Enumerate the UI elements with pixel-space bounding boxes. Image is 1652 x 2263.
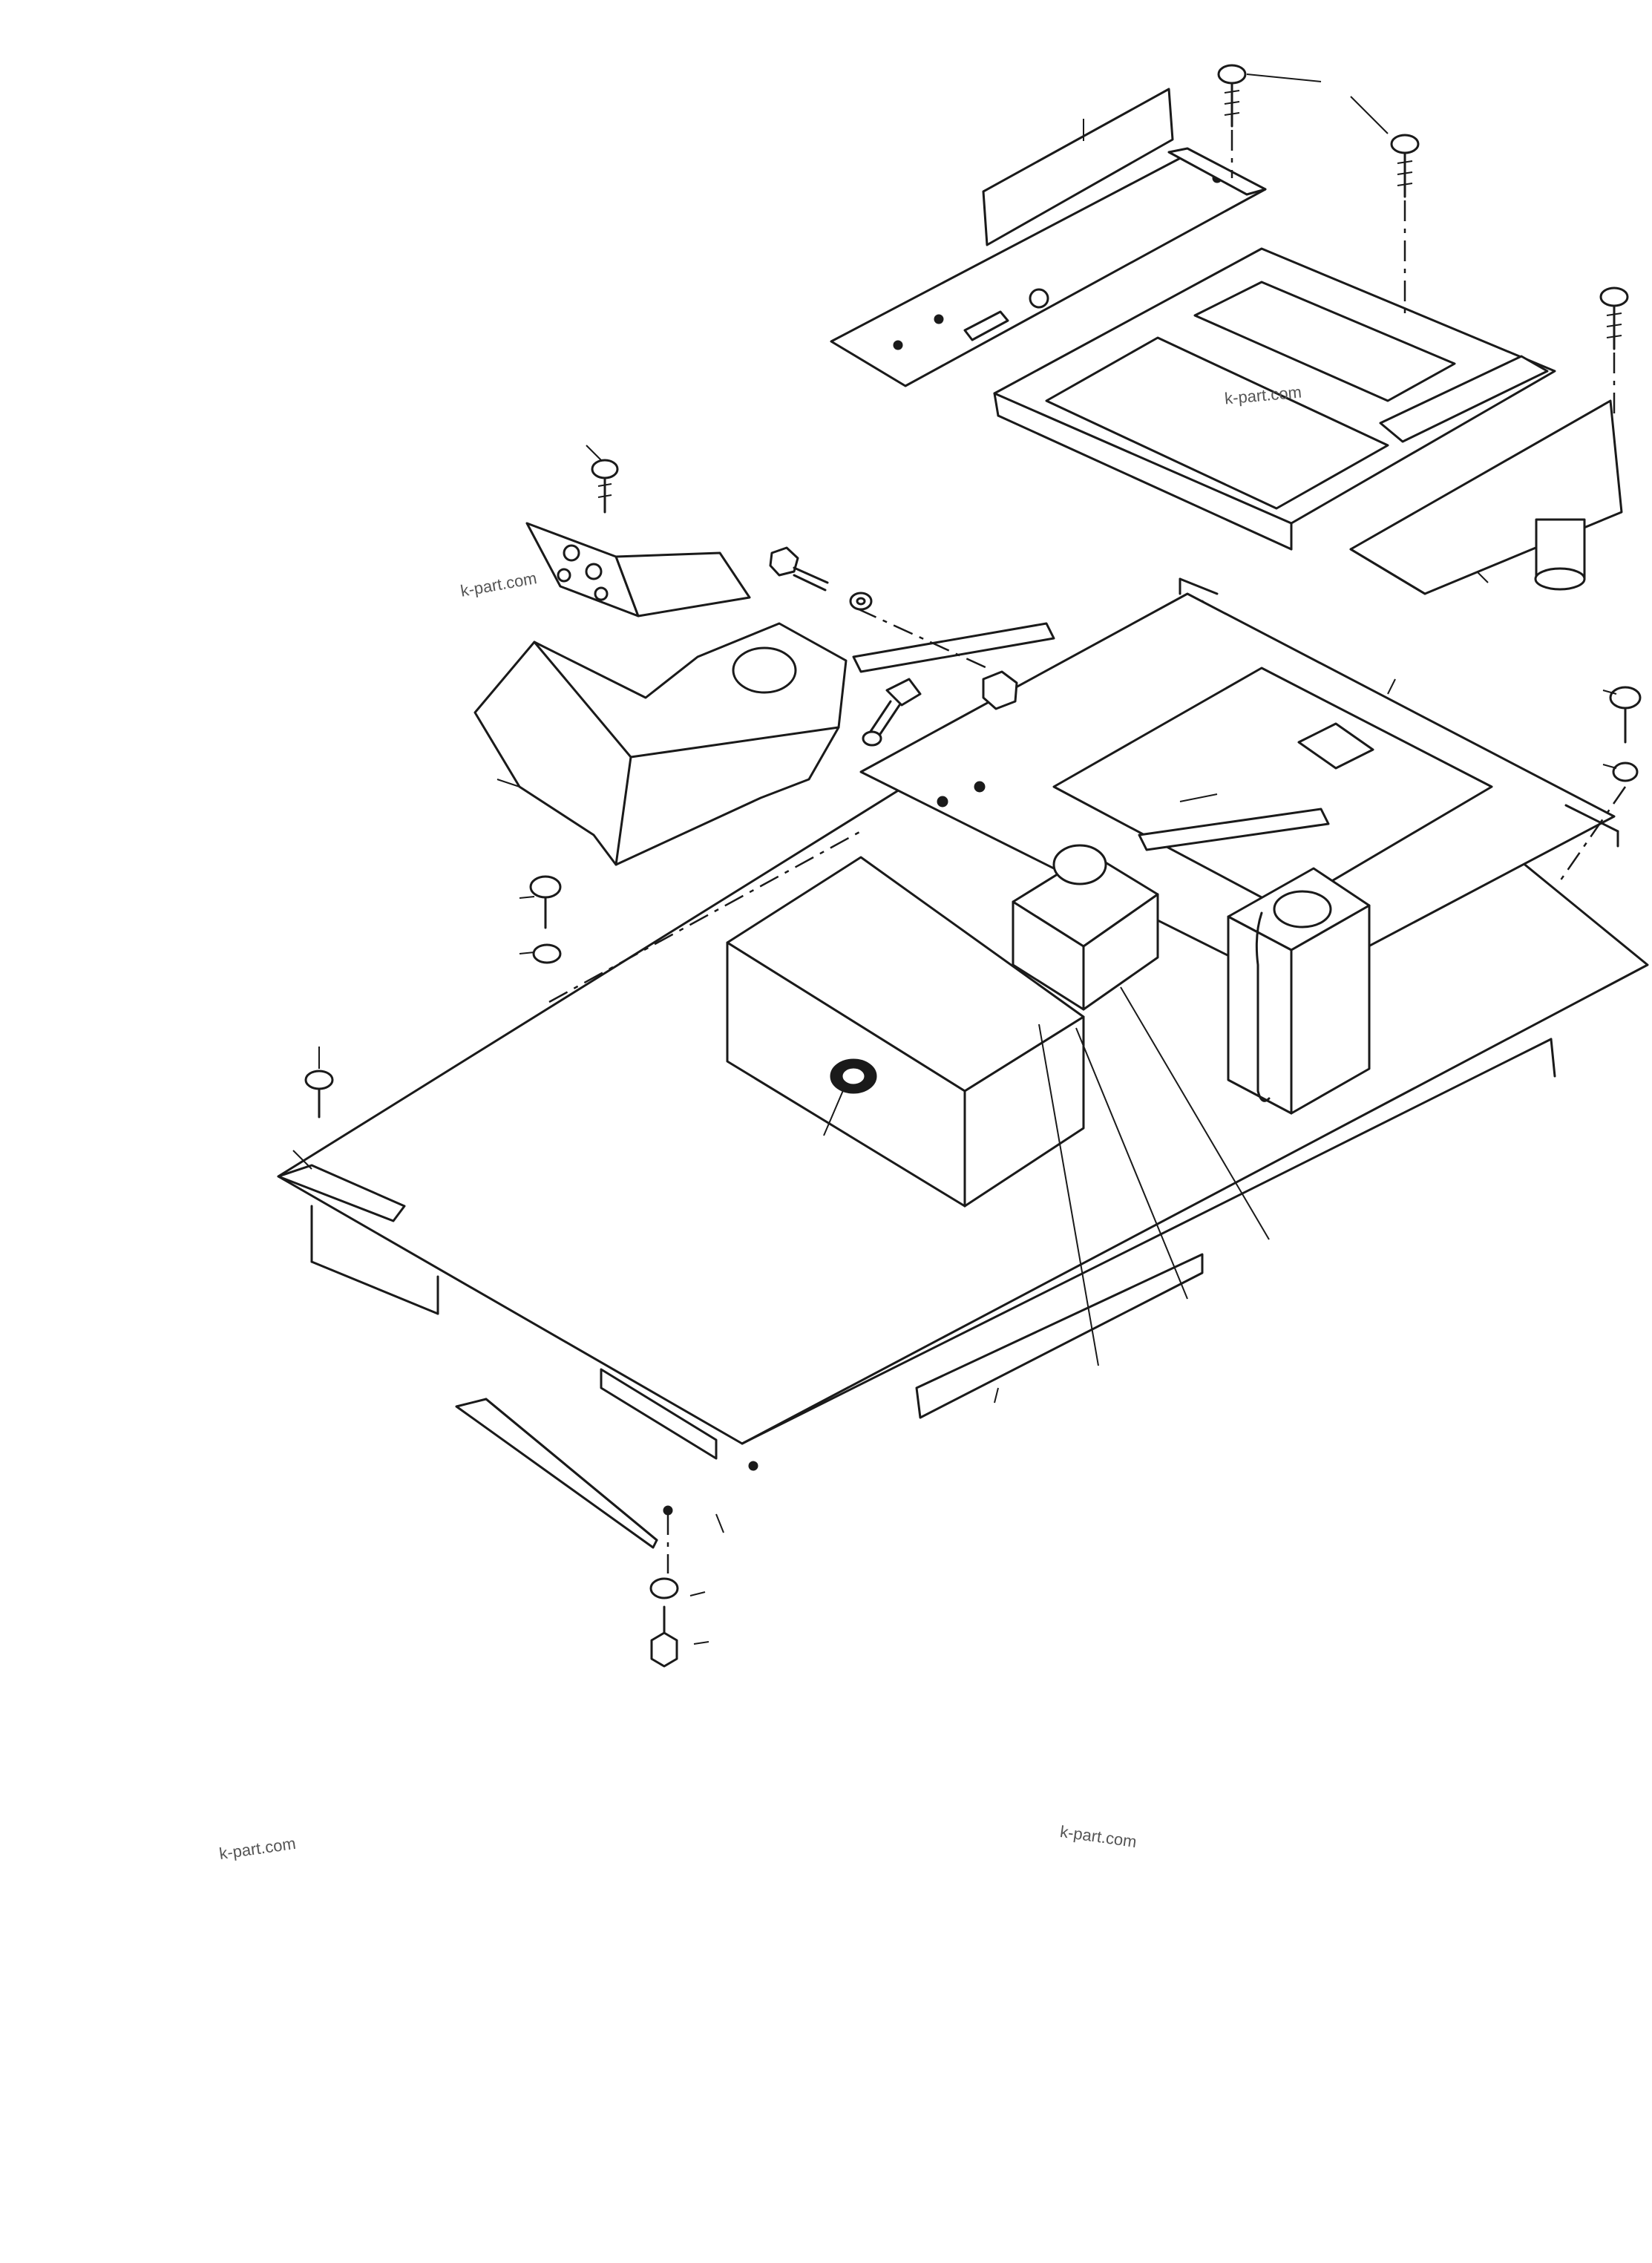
nut-icon: [982, 670, 1018, 710]
console-assembly: [830, 64, 1629, 595]
screw-icon: [1217, 64, 1247, 128]
bolt-icon: [650, 1605, 678, 1668]
bolt-icon: [529, 875, 562, 929]
canister: [1227, 867, 1371, 1115]
screw-icon: [1599, 286, 1629, 350]
cover-plate: [525, 445, 751, 618]
washer-icon: [862, 730, 882, 747]
brace-bar: [852, 622, 1330, 851]
screw-icon: [304, 1070, 334, 1119]
bolt-icon: [867, 678, 922, 740]
washer-icon: [849, 592, 873, 611]
small-box: [1012, 844, 1159, 1011]
leader-lines: [292, 607, 1627, 1645]
washer-icon: [649, 1577, 679, 1599]
bolt-icon: [1609, 686, 1642, 744]
battery-box: [726, 856, 1085, 1208]
washer-icon: [1612, 762, 1639, 782]
fuel-tank: [473, 622, 848, 866]
screw-icon: [1390, 134, 1420, 198]
bolt-icon: [769, 546, 829, 592]
screw-icon: [591, 459, 619, 514]
washer-icon: [532, 943, 562, 964]
